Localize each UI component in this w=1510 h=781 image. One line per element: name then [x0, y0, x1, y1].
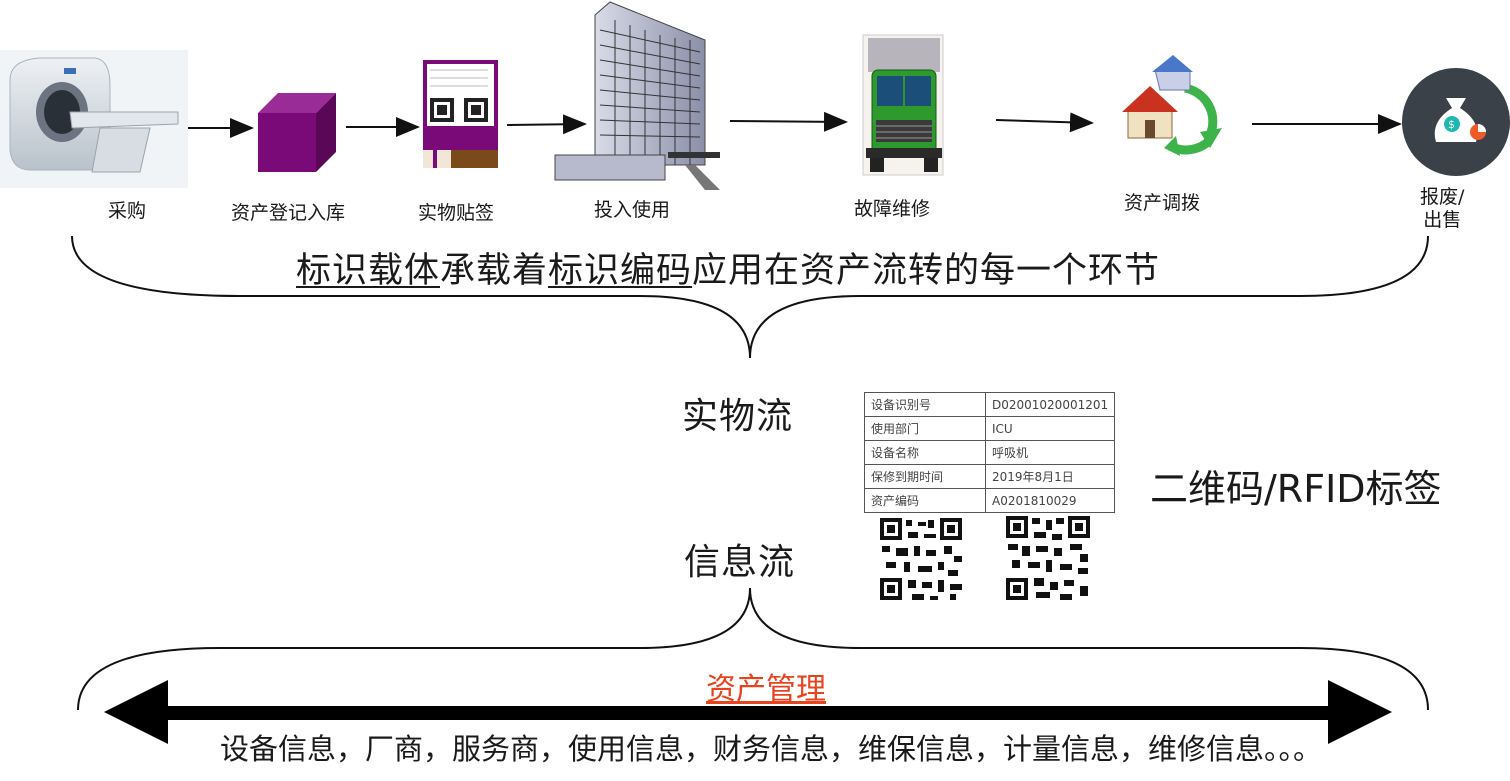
headline-carrier: 标识载体 — [296, 251, 441, 291]
table-row: 资产编码 A0201810029 — [864, 488, 1116, 513]
step-label-in-use: 投入使用 — [594, 199, 671, 221]
table-value: 呼吸机 — [984, 440, 1116, 465]
physical-flow-label: 实物流 — [682, 396, 794, 437]
label-info-table: 设备识别号 D02001020001201 使用部门 ICU 设备名称 呼吸机 … — [864, 392, 1116, 513]
step-label-transfer: 资产调拨 — [1124, 192, 1201, 214]
step-label-disposal: 报废/ 出售 — [1420, 186, 1464, 232]
table-row: 保修到期时间 2019年8月1日 — [864, 464, 1116, 489]
info-categories-list: 设备信息，厂商，服务商，使用信息，财务信息，维保信息，计量信息，维修信息。。。 — [220, 732, 1323, 766]
step-label-purchase: 采购 — [108, 200, 147, 222]
hospital-building-icon — [554, 1, 720, 190]
ct-scanner-icon — [0, 50, 188, 188]
qr-label-card-icon — [423, 60, 498, 168]
step-label-disposal-line1: 报废/ — [1420, 186, 1465, 208]
money-bag-icon: $ — [1402, 68, 1510, 176]
rfid-title: 二维码/RFID标签 — [1150, 467, 1442, 511]
step-label-repair: 故障维修 — [854, 198, 931, 220]
purple-box-icon — [258, 93, 336, 172]
table-key: 设备识别号 — [864, 392, 986, 417]
table-row: 设备名称 呼吸机 — [864, 440, 1116, 465]
table-row: 设备识别号 D02001020001201 — [864, 392, 1116, 417]
double-arrow — [104, 680, 1392, 744]
table-key: 资产编码 — [864, 488, 986, 513]
table-value: ICU — [984, 416, 1116, 441]
table-key: 保修到期时间 — [864, 464, 986, 489]
table-key: 使用部门 — [864, 416, 986, 441]
info-flow-label: 信息流 — [684, 542, 796, 583]
table-value: 2019年8月1日 — [984, 464, 1116, 489]
truck-icon — [862, 34, 944, 176]
headline-code: 标识编码 — [548, 251, 693, 291]
bottom-brace — [77, 587, 1429, 711]
process-arrows — [188, 111, 1402, 138]
headline-rest: 应用在资产流转的每一个环节 — [692, 251, 1161, 291]
table-key: 设备名称 — [864, 440, 986, 465]
headline: 标识载体承载着标识编码应用在资产流转的每一个环节 — [296, 242, 1160, 293]
step-label-register: 资产登记入库 — [231, 202, 346, 224]
headline-bears: 承载着 — [440, 251, 549, 291]
table-value: D02001020001201 — [984, 392, 1116, 417]
houses-transfer-icon — [1122, 55, 1222, 156]
top-brace — [71, 235, 1429, 359]
step-label-labeling: 实物贴签 — [418, 202, 495, 224]
table-row: 使用部门 ICU — [864, 416, 1116, 441]
qr-code-icon — [880, 518, 962, 600]
svg-text:$: $ — [1448, 118, 1455, 131]
asset-management-title: 资产管理 — [706, 672, 826, 707]
table-value: A0201810029 — [984, 488, 1116, 513]
qr-code-icon — [1006, 516, 1090, 600]
step-label-disposal-line2: 出售 — [1423, 209, 1462, 231]
